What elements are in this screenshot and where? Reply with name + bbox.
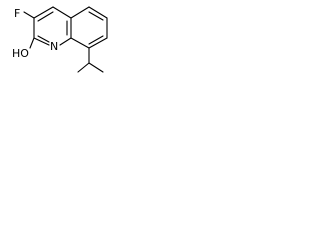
bond-c3-c4 xyxy=(33,6,54,19)
hydroxyl-label: HO xyxy=(12,47,29,60)
bond-c2-o xyxy=(29,37,35,49)
bond-c4a-c5 xyxy=(70,6,90,19)
bond-ch-methyl-right xyxy=(88,62,104,73)
bond-ch-methyl-left xyxy=(77,62,90,73)
bond-n1-c2 xyxy=(33,37,50,46)
bond-c3-f xyxy=(23,11,35,19)
double-bond-c3-c4 xyxy=(37,11,54,22)
double-bond-c5-c6 xyxy=(88,11,104,21)
double-bond-c7-c8 xyxy=(88,35,104,45)
bond-c7-c8 xyxy=(88,37,108,49)
bond-c8a-n1 xyxy=(59,37,72,46)
double-bond-c2-n1 xyxy=(37,35,50,43)
bond-c5-c6 xyxy=(88,6,108,19)
bond-c8-c8a xyxy=(70,37,90,49)
chemical-structure: F N HO xyxy=(12,6,108,73)
nitrogen-label: N xyxy=(50,40,58,53)
fluorine-label: F xyxy=(14,7,20,20)
bond-c4-c4a xyxy=(52,6,72,19)
